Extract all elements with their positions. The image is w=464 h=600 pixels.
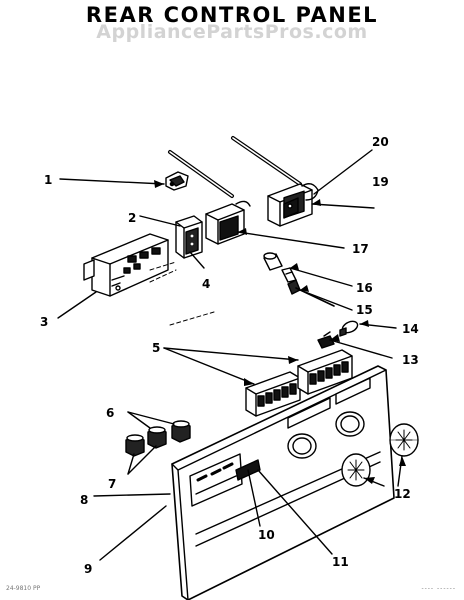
part-15-shaft [287,279,335,307]
callout-20: 20 [372,135,389,149]
callout-2: 2 [128,211,136,225]
part-6-knob-set [125,420,191,457]
part-12-knob-upper [389,423,419,457]
callout-8: 8 [80,493,88,507]
callout-9: 9 [84,562,92,576]
part-3-control-housing [83,233,169,297]
alignment-dashes-upper [149,261,215,326]
footer-code-right: ---- ------ [421,585,456,592]
callout-3: 3 [40,315,48,329]
callout-4: 4 [202,277,210,291]
callout-12: 12 [394,487,411,501]
watermark-text: AppliancePartsPros.com [96,21,368,43]
leader-arrowheads [154,180,406,484]
callout-11: 11 [332,555,349,569]
part-5-switch-bank-right [297,349,353,395]
part-12-knob-lower [341,453,371,487]
shaft-rod-right [231,136,302,186]
part-14-lamp [339,320,359,337]
callout-numbers: 1 2 3 4 5 6 7 8 9 10 11 12 13 14 15 16 1… [40,135,419,576]
callout-17: 17 [352,242,369,256]
callout-15: 15 [356,303,373,317]
shaft-rod-left [168,150,234,198]
callout-14: 14 [402,322,419,336]
callout-7: 7 [108,477,116,491]
part-1-bracket [165,171,189,191]
callout-19: 19 [372,175,389,189]
footer-code-left: 24-9810 PP [6,585,41,592]
part-13-socket [317,331,335,349]
part-5-switch-bank-left [245,371,301,417]
part-17-switch-body [205,200,251,245]
callout-13: 13 [402,353,419,367]
part-2-switch-housing [175,215,203,259]
leader-lines [57,149,403,561]
callout-1: 1 [44,173,52,187]
callout-6: 6 [106,406,114,420]
callout-5: 5 [152,341,160,355]
part-19-switch [267,183,319,227]
diagram-title: REAR CONTROL PANEL [85,3,379,27]
callout-16: 16 [356,281,373,295]
callout-10: 10 [258,528,275,542]
